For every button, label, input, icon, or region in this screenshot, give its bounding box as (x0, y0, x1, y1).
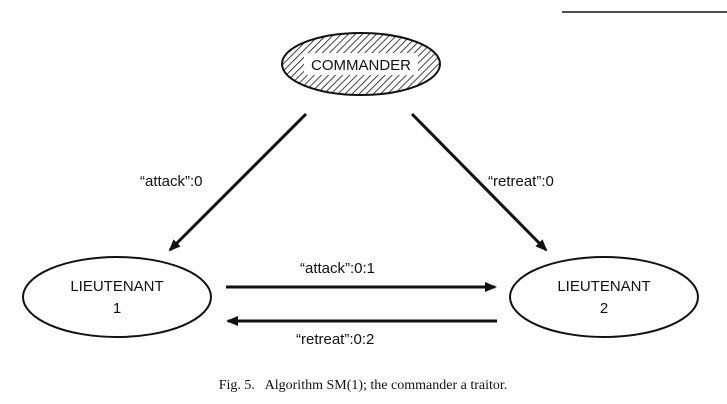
edge-label-lieutenant-2-to-lieutenant-1: “retreat”:0:2 (296, 331, 374, 348)
arrow-commander-to-lieutenant-1 (168, 112, 308, 252)
edge-label-lieutenant-1-to-lieutenant-2: “attack”:0:1 (300, 260, 375, 277)
commander-label: COMMANDER (311, 57, 411, 74)
lieutenant-1-node: LIEUTENANT 1 (22, 256, 212, 338)
edge-label-commander-to-lieutenant-2: “retreat”:0 (488, 173, 554, 190)
lieutenant-1-number: 1 (113, 300, 121, 317)
lieutenant-2-node: LIEUTENANT 2 (509, 256, 699, 338)
lieutenant-2-label: LIEUTENANT (557, 278, 650, 295)
figure-caption: Fig. 5. Algorithm SM(1); the commander a… (219, 378, 508, 393)
arrow-commander-to-lieutenant-2 (410, 112, 548, 252)
lieutenant-1-label: LIEUTENANT (70, 278, 163, 295)
lieutenant-2-number: 2 (600, 300, 608, 317)
edge-label-commander-to-lieutenant-1: “attack”:0 (140, 173, 203, 190)
commander-node: COMMANDER (281, 32, 441, 96)
